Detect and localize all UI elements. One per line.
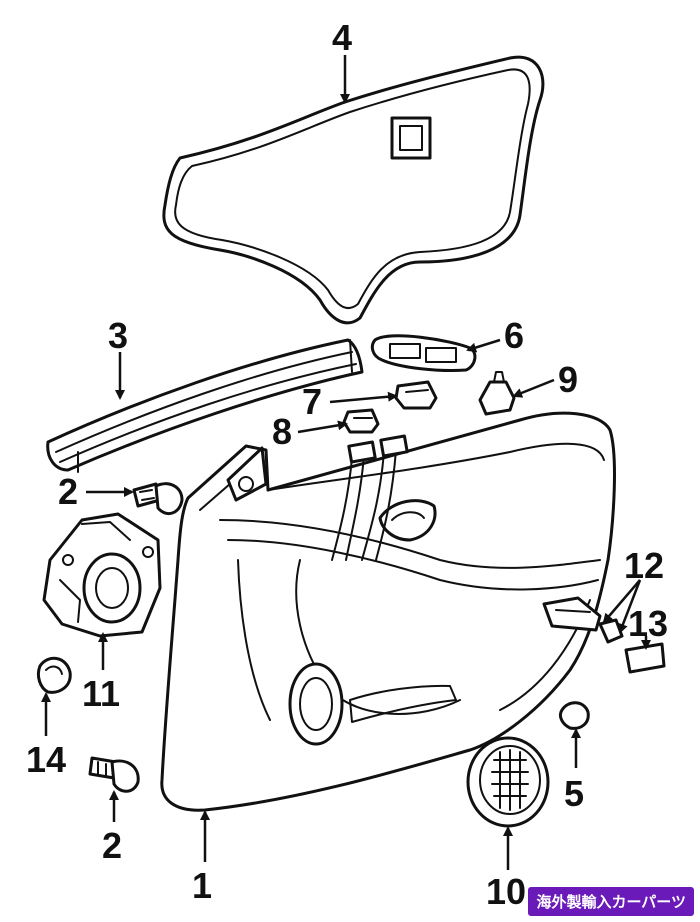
leader-6 — [466, 338, 501, 353]
callout-labels: 4 3 6 7 8 9 2 11 14 2 1 5 10 12 13 — [26, 17, 668, 912]
part-14-clip — [36, 656, 72, 694]
callout-2-lower: 2 — [102, 825, 122, 866]
watermark-badge: 海外製輸入カーパーツ — [528, 887, 694, 916]
part-10-speaker-grille — [466, 736, 550, 828]
callout-2-upper: 2 — [58, 471, 78, 512]
leader-12a — [602, 579, 641, 624]
callout-9: 9 — [558, 359, 578, 400]
leader-9 — [512, 378, 555, 398]
part-11-speaker-housing — [42, 512, 162, 638]
part-5-clip — [558, 701, 590, 730]
part-7-switch — [394, 380, 438, 410]
part-4-water-deflector — [162, 55, 545, 325]
callout-10: 10 — [486, 871, 526, 912]
callout-5: 5 — [564, 773, 584, 814]
part-9-clip — [478, 371, 516, 416]
part-2-lower-screw — [88, 756, 140, 793]
callout-1: 1 — [192, 865, 212, 906]
callout-14: 14 — [26, 739, 66, 780]
part-8-switch — [342, 408, 380, 434]
part-3-belt-weatherstrip — [46, 338, 364, 473]
leader-7 — [329, 391, 398, 404]
callout-8: 8 — [272, 411, 292, 452]
part-1-door-panel — [160, 411, 616, 812]
part-6-switch-bezel — [370, 334, 477, 372]
callout-11: 11 — [82, 673, 120, 714]
callout-3: 3 — [108, 315, 128, 356]
callout-7: 7 — [302, 381, 322, 422]
leader-lines — [41, 55, 651, 870]
callout-4: 4 — [332, 17, 352, 58]
part-13-lens — [624, 642, 666, 674]
leader-12b — [618, 579, 642, 634]
callout-12: 12 — [624, 545, 664, 586]
callout-6: 6 — [504, 315, 524, 356]
part-2-upper-screw — [132, 482, 184, 516]
leader-8 — [297, 420, 348, 434]
callout-13: 13 — [628, 603, 668, 644]
